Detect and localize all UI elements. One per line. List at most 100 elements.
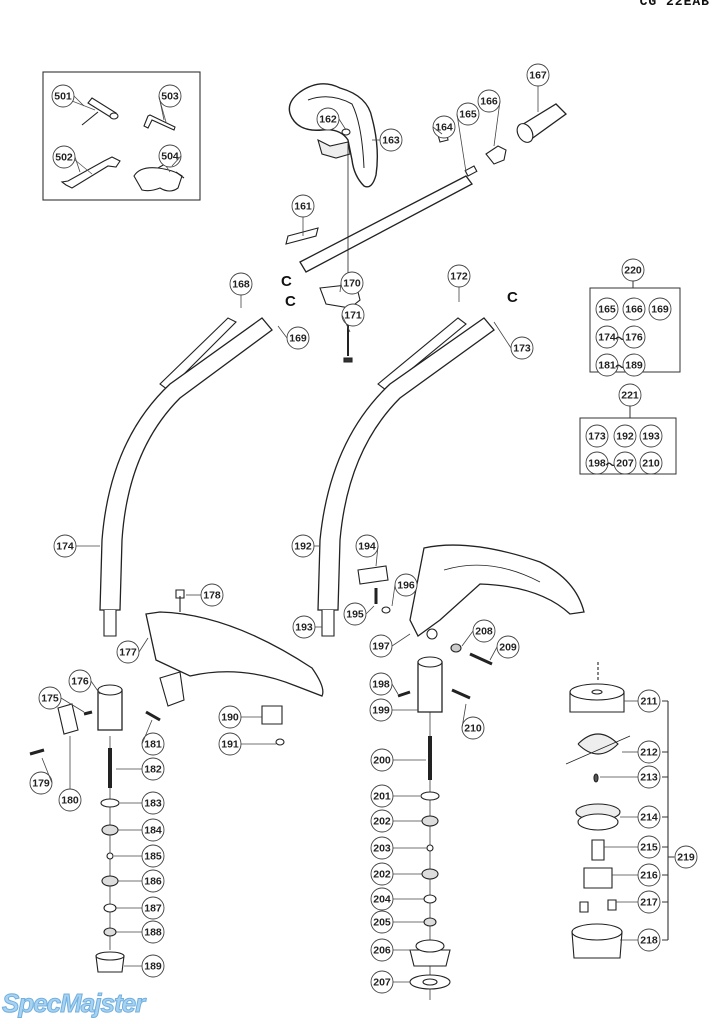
part-number-168: 168: [232, 279, 250, 291]
leader-line: [339, 282, 342, 293]
part-number-210: 210: [464, 723, 482, 735]
part-number-220: 220: [624, 265, 642, 277]
part-number-208: 208: [475, 626, 493, 638]
part-number-180: 180: [61, 795, 79, 807]
part-number-190: 190: [221, 712, 239, 724]
spanner-icon: [60, 156, 121, 189]
part-number-197: 197: [372, 641, 390, 653]
callout-circle: [639, 451, 663, 475]
leader-line: [277, 325, 288, 339]
part-number-162: 162: [319, 114, 337, 126]
callout-circle: [595, 297, 619, 321]
part-number-503: 503: [161, 91, 179, 103]
leader-line: [456, 113, 467, 173]
right-gearcase: [397, 656, 471, 1000]
part-number-179: 179: [32, 778, 50, 790]
part-number-198: 198: [588, 458, 606, 470]
part-number-182: 182: [144, 764, 162, 776]
part-number-200: 200: [373, 755, 391, 767]
leader-line: [90, 680, 101, 695]
part-number-198: 198: [372, 679, 390, 691]
part-number-172: 172: [450, 271, 468, 283]
part-number-219: 219: [677, 852, 695, 864]
part-number-171: 171: [344, 310, 362, 322]
part-number-192: 192: [616, 431, 634, 443]
callout-circle: [595, 353, 619, 377]
part-number-164: 164: [435, 122, 453, 134]
left-shaft: [99, 317, 273, 637]
part-number-191: 191: [221, 739, 239, 751]
part-number-207: 207: [373, 977, 391, 989]
leader-line: [461, 703, 467, 729]
leader-line: [338, 118, 347, 131]
leader-line: [60, 697, 85, 713]
callout-circle: [621, 258, 645, 282]
leader-line: [391, 633, 411, 647]
part-number-183: 183: [144, 798, 162, 810]
callout-circle: [613, 424, 637, 448]
part-number-177: 177: [119, 647, 137, 659]
leader-line: [41, 757, 53, 784]
callout-circle: [639, 424, 663, 448]
connector-marker-c: C: [507, 289, 518, 306]
leader-line: [74, 156, 81, 173]
box-wrench-icon: [81, 97, 119, 126]
leader-line: [341, 314, 351, 333]
part-number-194: 194: [358, 541, 376, 553]
part-number-214: 214: [640, 812, 658, 824]
part-number-165: 165: [459, 109, 477, 121]
right-bearing-stack: [409, 791, 451, 990]
part-number-502: 502: [55, 152, 73, 164]
part-number-176: 176: [71, 676, 89, 688]
left-bearing-stack: [95, 798, 125, 973]
leader-line: [141, 719, 153, 745]
part-number-173: 173: [513, 343, 531, 355]
range-symbol: ～: [606, 459, 617, 471]
part-number-187: 187: [144, 903, 162, 915]
part-number-193: 193: [295, 622, 313, 634]
part-number-206: 206: [373, 945, 391, 957]
part-number-169: 169: [289, 333, 307, 345]
callout-circle: [613, 451, 637, 475]
range-symbol: ～: [615, 361, 626, 373]
connector-marker-c: C: [281, 273, 292, 290]
part-number-192: 192: [294, 541, 312, 553]
accessories-box: [42, 71, 201, 201]
part-number-169: 169: [651, 304, 669, 316]
part-number-221: 221: [621, 390, 639, 402]
part-number-213: 213: [640, 772, 658, 784]
part-number-218: 218: [640, 935, 658, 947]
range-symbol: ～: [615, 333, 626, 345]
part-number-196: 196: [397, 580, 415, 592]
part-number-189: 189: [625, 360, 643, 372]
callout-circle: [618, 383, 642, 407]
leader-line: [493, 100, 501, 147]
left-gearcase: [29, 684, 161, 950]
model-code: CG 22EAB: [639, 0, 710, 9]
part-number-181: 181: [144, 739, 162, 751]
callout-circle: [648, 297, 672, 321]
part-number-207: 207: [616, 458, 634, 470]
part-number-202: 202: [373, 816, 391, 828]
part-number-166: 166: [480, 96, 498, 108]
part-number-204: 204: [373, 894, 391, 906]
part-number-175: 175: [41, 693, 59, 705]
callout-circle: [622, 297, 646, 321]
connector-marker-c: C: [285, 293, 296, 310]
part-number-205: 205: [373, 917, 391, 929]
leader-line: [73, 95, 85, 107]
callout-circle: [585, 451, 609, 475]
part-number-184: 184: [144, 825, 162, 837]
leader-line: [461, 630, 474, 647]
part-number-201: 201: [373, 791, 391, 803]
part-number-217: 217: [640, 897, 658, 909]
callout-circle: [595, 325, 619, 349]
callout-circle: [622, 353, 646, 377]
part-number-174: 174: [598, 332, 616, 344]
leader-line: [138, 637, 149, 653]
leader-line: [493, 321, 512, 349]
part-number-209: 209: [499, 642, 517, 654]
part-number-161: 161: [294, 201, 312, 213]
leader-line: [375, 545, 379, 567]
leader-line: [365, 605, 375, 615]
